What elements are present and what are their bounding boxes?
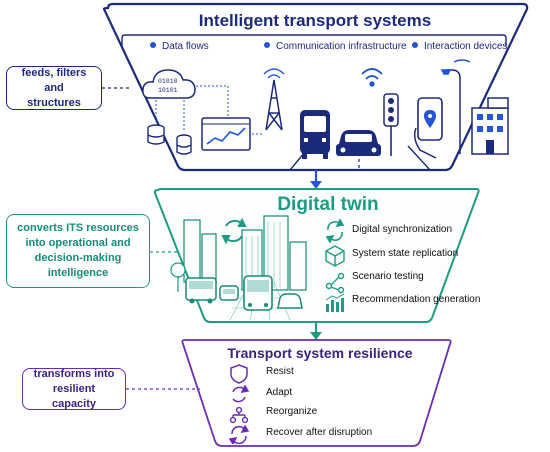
- tree-icon: [170, 262, 186, 292]
- cube-icon: [325, 245, 345, 267]
- category-communication-infrastructure: Communication infrastructure: [264, 41, 407, 52]
- resilience-side-note: transforms into resilient capacity: [22, 368, 126, 410]
- flow-icon: [325, 272, 345, 294]
- street-lamp-icon: [440, 59, 471, 154]
- traffic-light-icon: [383, 93, 399, 156]
- car-icon: [277, 293, 303, 309]
- car-icon: [336, 130, 381, 156]
- its-illustration: 01010 10101: [142, 59, 509, 170]
- twin-title: Digital twin: [277, 194, 379, 215]
- wifi-icon: [361, 68, 383, 87]
- twin-function-2: System state replication: [352, 248, 459, 259]
- building-icon: [471, 97, 509, 155]
- capacity-recover: Recover after disruption: [266, 427, 373, 438]
- database-icon: [147, 124, 192, 155]
- capacity-resist: Resist: [266, 366, 294, 377]
- sync-icon: [325, 218, 345, 244]
- resilience-icons: [228, 364, 250, 444]
- twin-function-1: Digital synchronization: [352, 224, 453, 235]
- bus-icon: [243, 275, 273, 311]
- category-interaction-devices: Interaction devices: [412, 41, 507, 52]
- sync-icon: [221, 217, 247, 245]
- its-title: Intelligent transport systems: [198, 11, 432, 30]
- cloud-icon: 01010 10101: [142, 69, 196, 99]
- hierarchy-icon: [229, 406, 249, 424]
- its-side-note: feeds, filters and structures: [6, 66, 102, 110]
- car-icon: [219, 285, 239, 301]
- resilience-panel: [181, 339, 452, 447]
- svg-text:01010: 01010: [158, 78, 178, 85]
- twin-side-note: converts ITS resources into operational …: [6, 214, 150, 288]
- capacity-adapt: Adapt: [266, 387, 293, 398]
- bullet-icon: [150, 42, 156, 48]
- shield-icon: [230, 364, 248, 384]
- svg-text:10101: 10101: [158, 87, 178, 94]
- twin-function-icons: [325, 218, 345, 312]
- adapt-cycle-icon: [232, 384, 250, 403]
- dashboard-icon: [201, 117, 251, 151]
- bus-icon: [300, 110, 330, 159]
- city-illustration: [170, 215, 307, 320]
- category-data-flows: Data flows: [150, 41, 209, 52]
- bullet-icon: [264, 42, 270, 48]
- bar-chart-icon: [325, 293, 345, 312]
- arrow-its-to-twin: [310, 181, 322, 189]
- twin-function-3: Scenario testing: [352, 271, 424, 282]
- bullet-icon: [412, 42, 418, 48]
- resilience-title: Transport system resilience: [227, 345, 413, 361]
- smartphone-icon: [413, 97, 443, 159]
- capacity-reorganize: Reorganize: [266, 406, 318, 417]
- recover-cycle-icon: [228, 424, 250, 444]
- antenna-tower-icon: [263, 68, 285, 131]
- arrow-twin-to-resilience: [310, 332, 322, 340]
- bus-icon: [185, 277, 217, 304]
- twin-function-4: Recommendation generation: [352, 294, 481, 305]
